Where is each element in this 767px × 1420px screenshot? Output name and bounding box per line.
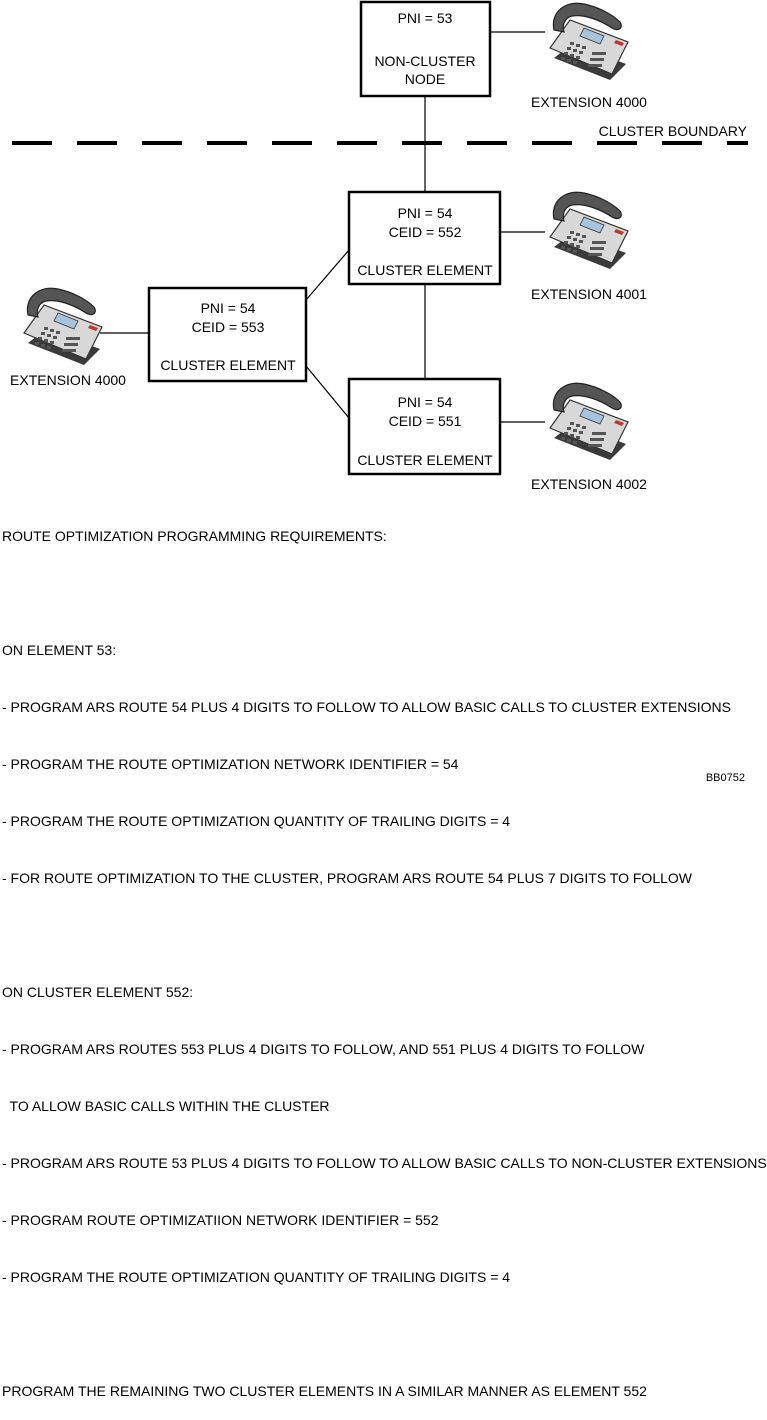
list-item: TO ALLOW BASIC CALLS WITHIN THE CLUSTER: [2, 1098, 330, 1114]
section2-title: ON CLUSTER ELEMENT 552:: [2, 984, 194, 1000]
list-item: - PROGRAM THE ROUTE OPTIMIZATION QUANTIT…: [2, 1269, 511, 1285]
phone-icon-4002: [549, 382, 629, 461]
list-item: - PROGRAM ROUTE OPTIMIZATIION NETWORK ID…: [2, 1212, 439, 1228]
phone-icon-top: [549, 2, 629, 81]
cluster-element-553: PNI = 54 CEID = 553 CLUSTER ELEMENT: [147, 286, 308, 383]
list-item: - PROGRAM THE ROUTE OPTIMIZATION QUANTIT…: [2, 813, 511, 829]
cluster-boundary-label: CLUSTER BOUNDARY: [599, 123, 748, 139]
programming-notes: ROUTE OPTIMIZATION PROGRAMMING REQUIREME…: [2, 489, 767, 1420]
ce551-ceid: CEID = 551: [389, 413, 462, 429]
section1-title: ON ELEMENT 53:: [2, 642, 117, 658]
non-cluster-node: PNI = 53 NON-CLUSTER NODE: [359, 0, 492, 98]
extension-label-left: EXTENSION 4000: [10, 372, 126, 388]
spacer: [2, 584, 746, 603]
link-ce553-ce551: [305, 365, 350, 419]
extension-label-top: EXTENSION 4000: [531, 94, 647, 110]
extension-label-4002: EXTENSION 4002: [531, 476, 647, 492]
node-pni: PNI = 53: [398, 10, 453, 26]
list-item: - PROGRAM THE ROUTE OPTIMIZATION NETWORK…: [2, 756, 459, 772]
network-diagram: CLUSTER BOUNDARY PNI = 53 NON-CLUSTER NO…: [10, 0, 748, 492]
spacer: [2, 1325, 746, 1344]
ce553-ceid: CEID = 553: [192, 319, 265, 335]
phone-icon-left: [23, 287, 103, 366]
ce551-label: CLUSTER ELEMENT: [357, 452, 493, 468]
link-ce553-ce552: [305, 249, 350, 301]
node-type-line1: NON-CLUSTER: [374, 53, 475, 69]
ce552-label: CLUSTER ELEMENT: [357, 262, 493, 278]
figure-id: BB0752: [705, 772, 745, 784]
ce553-label: CLUSTER ELEMENT: [160, 357, 296, 373]
cluster-element-551: PNI = 54 CEID = 551 CLUSTER ELEMENT: [347, 377, 502, 476]
spacer: [2, 926, 746, 945]
list-item: - FOR ROUTE OPTIMIZATION TO THE CLUSTER,…: [2, 870, 692, 886]
list-item: - PROGRAM ARS ROUTES 553 PLUS 4 DIGITS T…: [2, 1041, 645, 1057]
ce552-ceid: CEID = 552: [389, 224, 462, 240]
ce553-pni: PNI = 54: [201, 300, 256, 316]
extension-label-4001: EXTENSION 4001: [531, 286, 647, 302]
notes-heading: ROUTE OPTIMIZATION PROGRAMMING REQUIREME…: [2, 528, 387, 544]
ce552-pni: PNI = 54: [398, 205, 453, 221]
phone-icon-4001: [549, 191, 629, 270]
ce551-pni: PNI = 54: [398, 394, 453, 410]
node-type-line2: NODE: [405, 71, 445, 87]
cluster-element-552: PNI = 54 CEID = 552 CLUSTER ELEMENT: [347, 190, 502, 286]
notes-footer: PROGRAM THE REMAINING TWO CLUSTER ELEMEN…: [2, 1383, 647, 1399]
list-item: - PROGRAM ARS ROUTE 53 PLUS 4 DIGITS TO …: [2, 1155, 767, 1171]
list-item: - PROGRAM ARS ROUTE 54 PLUS 4 DIGITS TO …: [2, 699, 731, 715]
